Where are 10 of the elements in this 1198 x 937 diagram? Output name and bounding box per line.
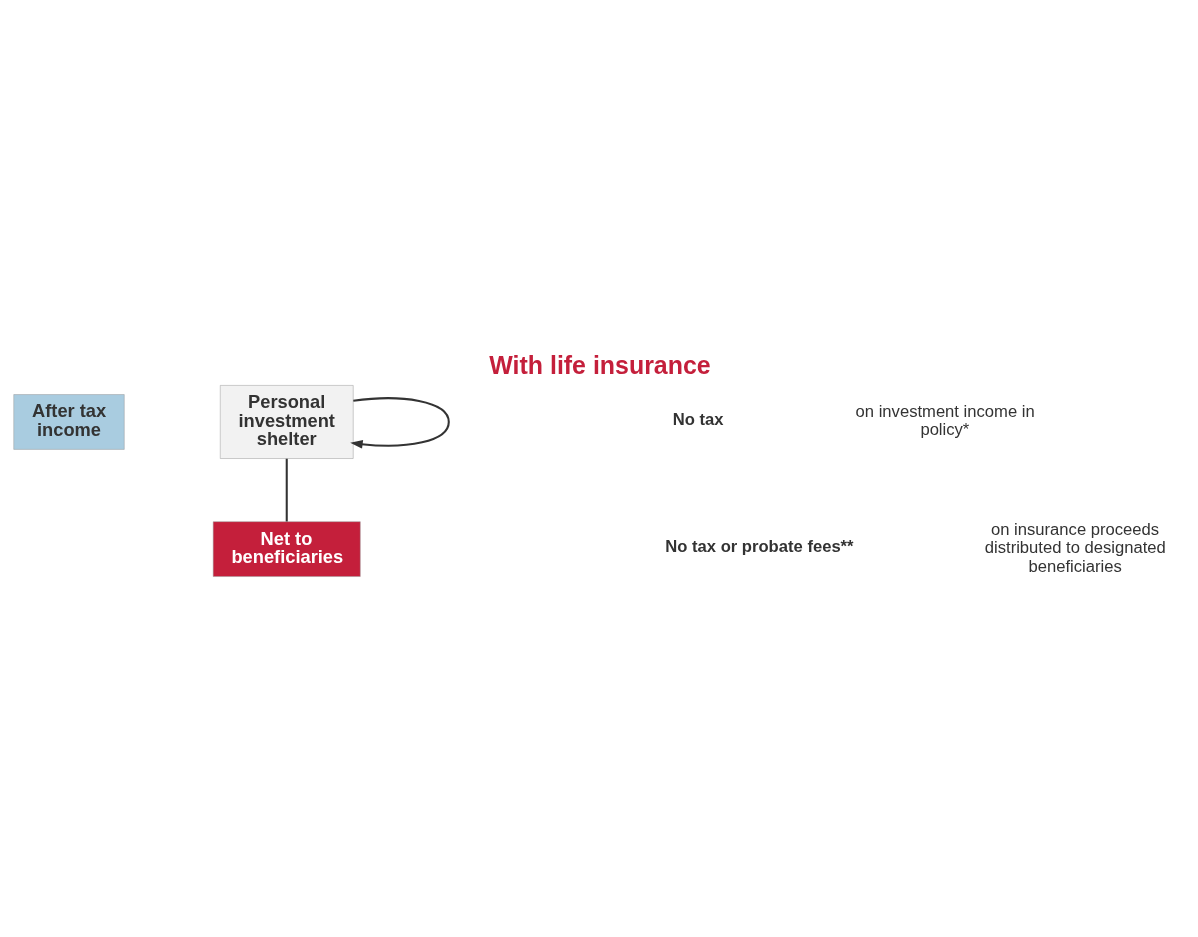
label: on insurance proceeds distributed to designated beneficiaries — [984, 519, 1166, 576]
label: on investment income in policy* — [855, 401, 1035, 440]
node-box: Personal investment shelter — [220, 385, 354, 459]
arrow — [350, 397, 450, 449]
label: No tax — [672, 410, 724, 430]
connector — [285, 458, 288, 522]
node-box: Net to beneficiaries — [212, 521, 361, 577]
diagram-title: With life insurance — [489, 350, 711, 379]
label: No tax or probate fees** — [665, 537, 854, 557]
node-box: After tax income — [13, 394, 125, 450]
